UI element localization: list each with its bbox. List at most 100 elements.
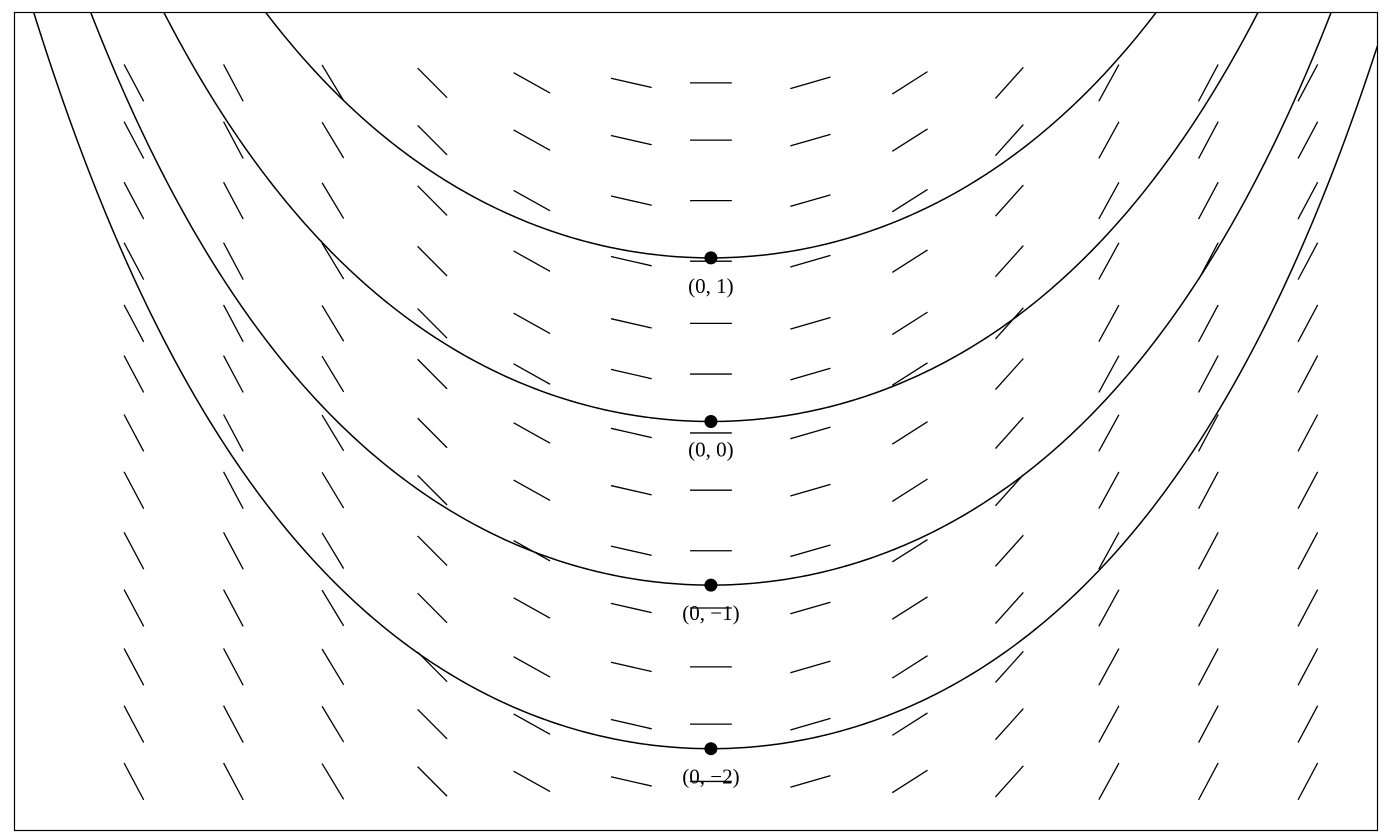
slope-segment <box>1098 648 1120 686</box>
slope-segment <box>222 762 244 801</box>
slope-segment <box>222 705 244 743</box>
slope-segment <box>513 129 551 151</box>
slope-segment <box>123 64 145 102</box>
slope-segment <box>417 708 448 740</box>
slope-segment <box>417 766 448 797</box>
slope-segment <box>790 544 831 558</box>
slope-segment <box>513 312 551 335</box>
slope-segment <box>891 311 928 336</box>
slope-segment <box>1197 762 1219 801</box>
slope-segment <box>994 66 1024 99</box>
slope-segment <box>1197 648 1219 686</box>
slope-segment <box>321 471 345 509</box>
slope-segment <box>1098 182 1120 220</box>
slope-segment <box>321 64 345 102</box>
slope-segment <box>610 718 652 730</box>
slope-segment <box>994 124 1024 157</box>
initial-point-marker <box>704 415 718 428</box>
slope-segment <box>994 474 1024 507</box>
plot-frame <box>13 11 1379 832</box>
slope-segment <box>891 769 928 794</box>
initial-point-marker <box>704 578 718 592</box>
slope-segment <box>1098 355 1120 393</box>
slope-segment <box>1098 589 1120 627</box>
slope-segment <box>321 763 345 800</box>
slope-segment <box>123 355 145 393</box>
slope-segment <box>123 304 145 343</box>
slope-segment <box>321 121 345 159</box>
slope-segment <box>994 358 1024 391</box>
solution-curve <box>89 12 1332 586</box>
slope-segment <box>610 77 652 89</box>
slope-segment <box>1098 242 1120 280</box>
slope-segment <box>994 416 1024 449</box>
slope-segment <box>790 775 831 788</box>
slope-segment <box>1297 242 1319 280</box>
slope-segment <box>1297 64 1319 102</box>
slope-segment <box>994 592 1024 624</box>
slope-field <box>123 64 1319 801</box>
slope-segment <box>1098 64 1120 102</box>
slope-segment <box>1098 304 1120 342</box>
slope-segment <box>123 242 145 280</box>
solution-curve <box>163 12 1259 423</box>
slope-segment <box>513 770 551 793</box>
slope-segment <box>1197 589 1219 627</box>
initial-point-marker <box>704 742 718 756</box>
slope-segment <box>790 367 831 381</box>
slope-segment <box>222 471 244 509</box>
slope-segment <box>610 602 652 614</box>
slope-segment <box>417 592 448 624</box>
slope-segment <box>222 242 244 280</box>
slope-segment <box>417 535 448 567</box>
slope-segment <box>417 417 448 449</box>
initial-point-label: (0, −1) <box>682 601 739 625</box>
slope-segment <box>123 705 145 743</box>
slope-segment <box>321 705 345 743</box>
slope-segment <box>891 712 928 736</box>
slope-segment <box>610 368 652 380</box>
slope-segment <box>222 414 244 452</box>
slope-segment <box>417 358 448 390</box>
slope-segment <box>513 363 551 385</box>
slope-segment <box>222 121 244 159</box>
slope-segment <box>513 422 551 444</box>
slope-segment <box>1297 471 1319 509</box>
slope-segment <box>1098 414 1120 452</box>
slope-segment <box>222 531 244 570</box>
solution-curves <box>32 12 1378 750</box>
initial-point-label: (0, 0) <box>688 438 734 462</box>
slope-segment <box>891 655 928 679</box>
slope-segment <box>1197 304 1219 343</box>
slope-segment <box>222 589 244 627</box>
solution-curve <box>32 12 1378 750</box>
slope-segment <box>994 534 1024 567</box>
slope-segment <box>1098 762 1120 801</box>
slope-segment <box>891 128 928 152</box>
slope-segment <box>1297 121 1319 159</box>
slope-segment <box>1098 532 1120 570</box>
slope-segment <box>321 242 345 280</box>
slope-segment <box>1197 121 1219 159</box>
slope-segment <box>994 650 1024 683</box>
slope-segment <box>994 708 1024 741</box>
slope-segment <box>513 189 551 212</box>
slope-segment <box>1297 705 1319 743</box>
slope-segment <box>417 67 448 99</box>
slope-segment <box>790 660 831 674</box>
slope-segment <box>891 249 928 273</box>
initial-point-label: (0, −2) <box>682 765 739 789</box>
slope-segment <box>1197 64 1219 102</box>
slope-segment <box>222 304 244 343</box>
slope-segment <box>321 648 345 686</box>
slope-segment <box>321 532 345 569</box>
slope-segment <box>790 76 831 90</box>
slope-segment <box>417 124 448 156</box>
initial-point-label: (0, 1) <box>688 274 734 298</box>
slope-segment <box>891 478 928 502</box>
slope-segment <box>123 762 145 801</box>
slope-segment <box>790 254 831 268</box>
slope-segment <box>417 308 448 339</box>
slope-segment <box>790 426 831 440</box>
slope-segment <box>610 255 652 267</box>
